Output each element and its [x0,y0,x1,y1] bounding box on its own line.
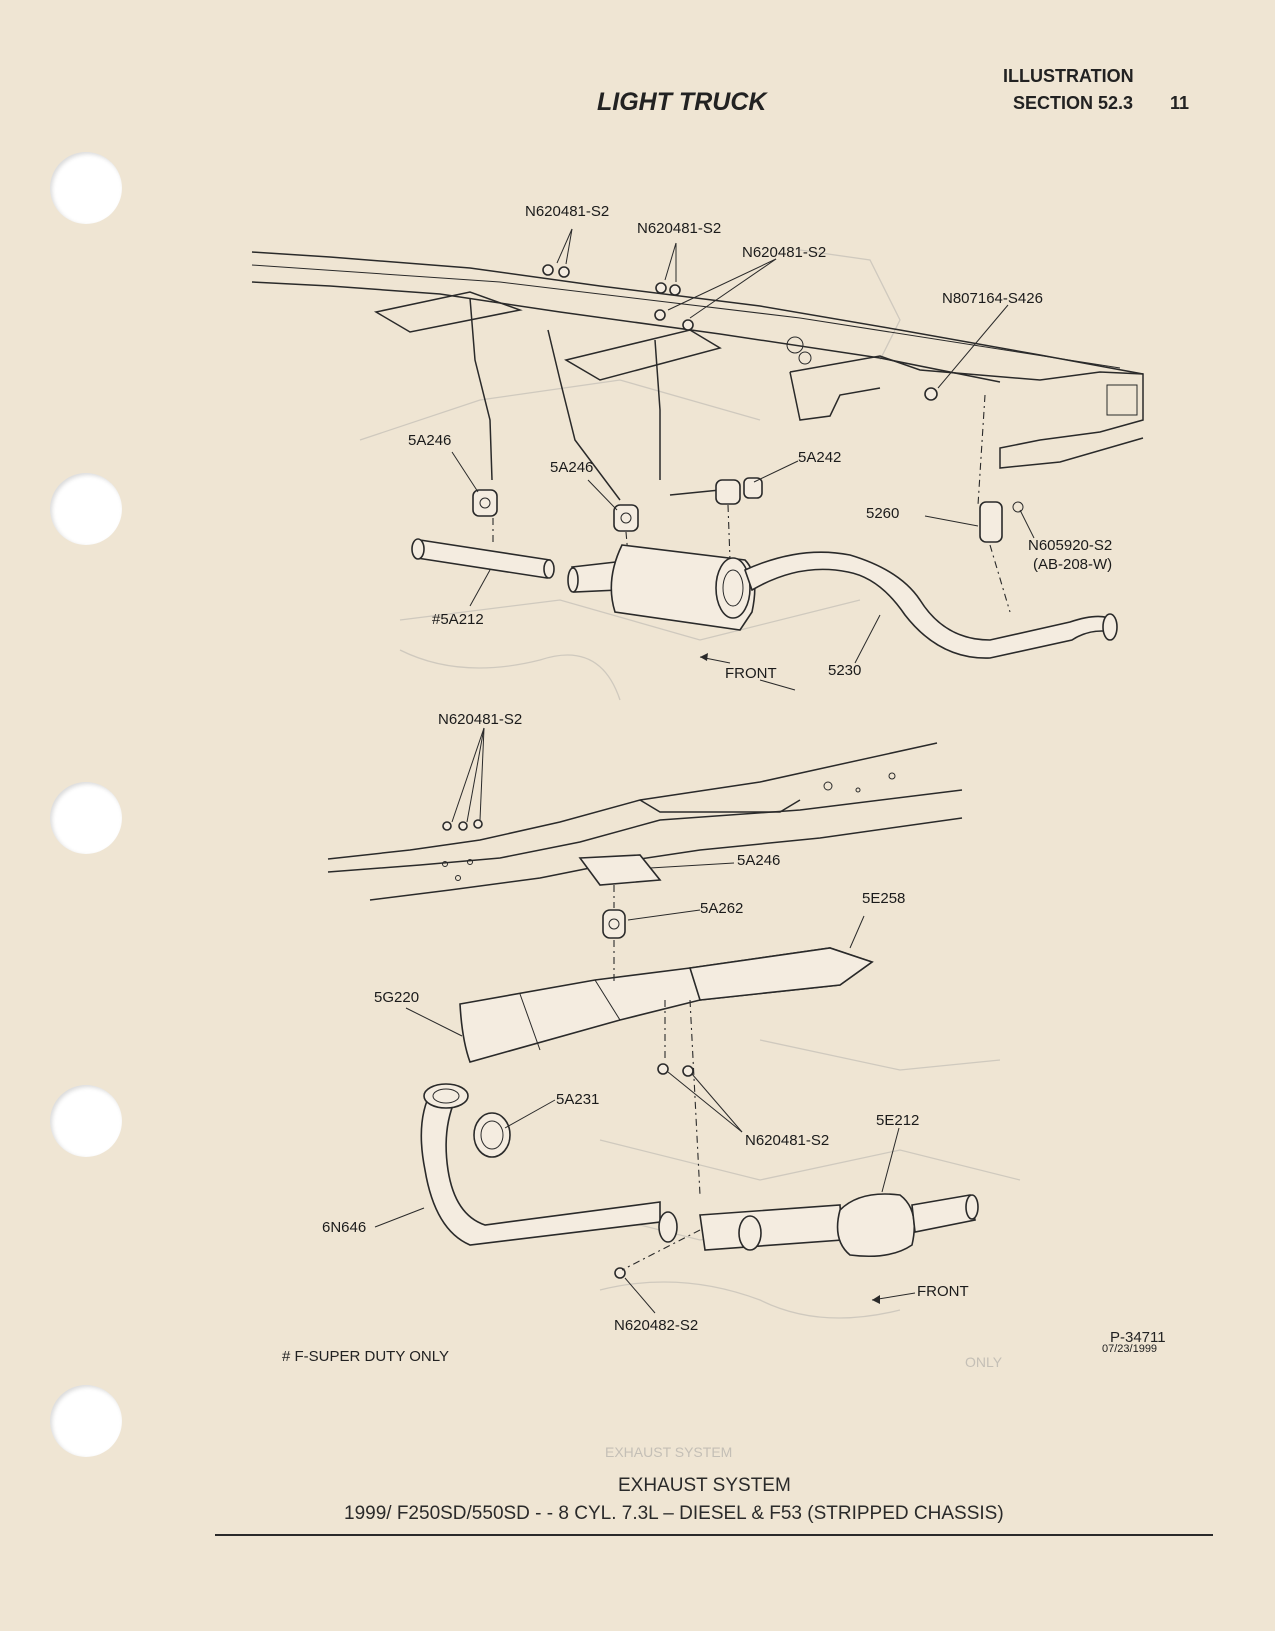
footnote: # F-SUPER DUTY ONLY [282,1348,449,1365]
bleed-through-text: ONLY [965,1354,1003,1370]
pipe-6N646 [420,1088,661,1246]
fastener-N620481 [542,264,938,401]
callout-label: N605920-S2 [1028,537,1112,554]
top-diagram-callouts: N620481-S2 N620481-S2 N620481-S2 N807164… [408,203,1112,682]
catalytic-converter-5E212 [836,1193,979,1258]
hanger-5A246-mid [613,504,639,532]
frame-rail-top-edge [251,251,1144,375]
callout-label: N807164-S426 [942,290,1043,307]
hanger-5260 [979,501,1024,543]
callout-label: N620481-S2 [637,220,721,237]
hanger-5A242 [715,477,763,505]
callout-label: 5260 [866,505,899,522]
fastener-N620481 [442,819,694,1279]
callout-label: N620481-S2 [525,203,609,220]
hanger-rod [547,329,621,501]
callout-label: 5230 [828,662,861,679]
callout-label: N620481-S2 [742,244,826,261]
heat-shield-5E258 [688,947,874,1001]
isolator-5A262 [602,909,626,939]
hanger-rod [654,339,661,480]
pipe-5A212 [411,538,555,579]
footer-subtitle: 1999/ F250SD/550SD - - 8 CYL. 7.3L – DIE… [344,1503,1004,1524]
section-label: SECTION 52.3 [1013,93,1134,113]
bottom-diagram-callouts: N620481-S2 5A246 5A262 5E258 5G220 5A231… [322,711,969,1334]
callout-label: 5A262 [700,900,743,917]
page-number: 11 [1170,93,1190,113]
binder-hole [50,152,122,224]
callout-label: FRONT [917,1283,969,1300]
crossmember [373,291,523,333]
top-exhaust-diagram [251,228,1144,691]
callout-label: 5E212 [876,1112,919,1129]
joint-clamp [658,1211,678,1243]
bracket-5A246 [578,854,662,886]
callout-label: N620481-S2 [438,711,522,728]
page-title: LIGHT TRUCK [597,88,767,116]
callout-label: 5A242 [798,449,841,466]
frame-rail-bottom-edge [251,281,1001,383]
callout-label: N620481-S2 [745,1132,829,1149]
callout-label: N620482-S2 [614,1317,698,1334]
callout-label: 5A246 [737,852,780,869]
callout-label: #5A212 [432,611,484,628]
drawing-date: 07/23/1999 [1102,1343,1158,1355]
footer-title: EXHAUST SYSTEM [618,1475,791,1496]
frame-rail-top-edge [327,742,938,860]
frame-rear-end [789,355,1144,469]
illustration-label: ILLUSTRATION [1003,66,1134,86]
callout-label: (AB-208-W) [1033,556,1112,573]
callout-label: 5A246 [408,432,451,449]
bleed-through: EXHAUST SYSTEM ONLY [359,249,1021,1460]
footer-rule [215,1534,1213,1536]
callout-label: 5A246 [550,459,593,476]
binder-hole [50,473,122,545]
binder-hole [50,1385,122,1457]
hanger-rod [469,297,493,481]
drawing-number: P-34711 [1110,1329,1166,1346]
bottom-exhaust-diagram [327,727,979,1314]
callout-label: 6N646 [322,1219,366,1236]
frame-rail-bottom-edge [369,817,963,901]
joint-clamp [738,1215,762,1251]
binder-hole [50,1085,122,1157]
frame-rail-mid-edge [327,789,963,873]
callout-label: 5A231 [556,1091,599,1108]
callout-label: 5G220 [374,989,419,1006]
callout-label: FRONT [725,665,777,682]
binder-hole [50,782,122,854]
muffler [610,544,756,631]
hanger-5A246-left [472,489,498,517]
callout-label: 5E258 [862,890,905,907]
crossmember [564,329,722,381]
bleed-through-text: EXHAUST SYSTEM [605,1444,732,1460]
clamp-5A231 [473,1112,511,1158]
